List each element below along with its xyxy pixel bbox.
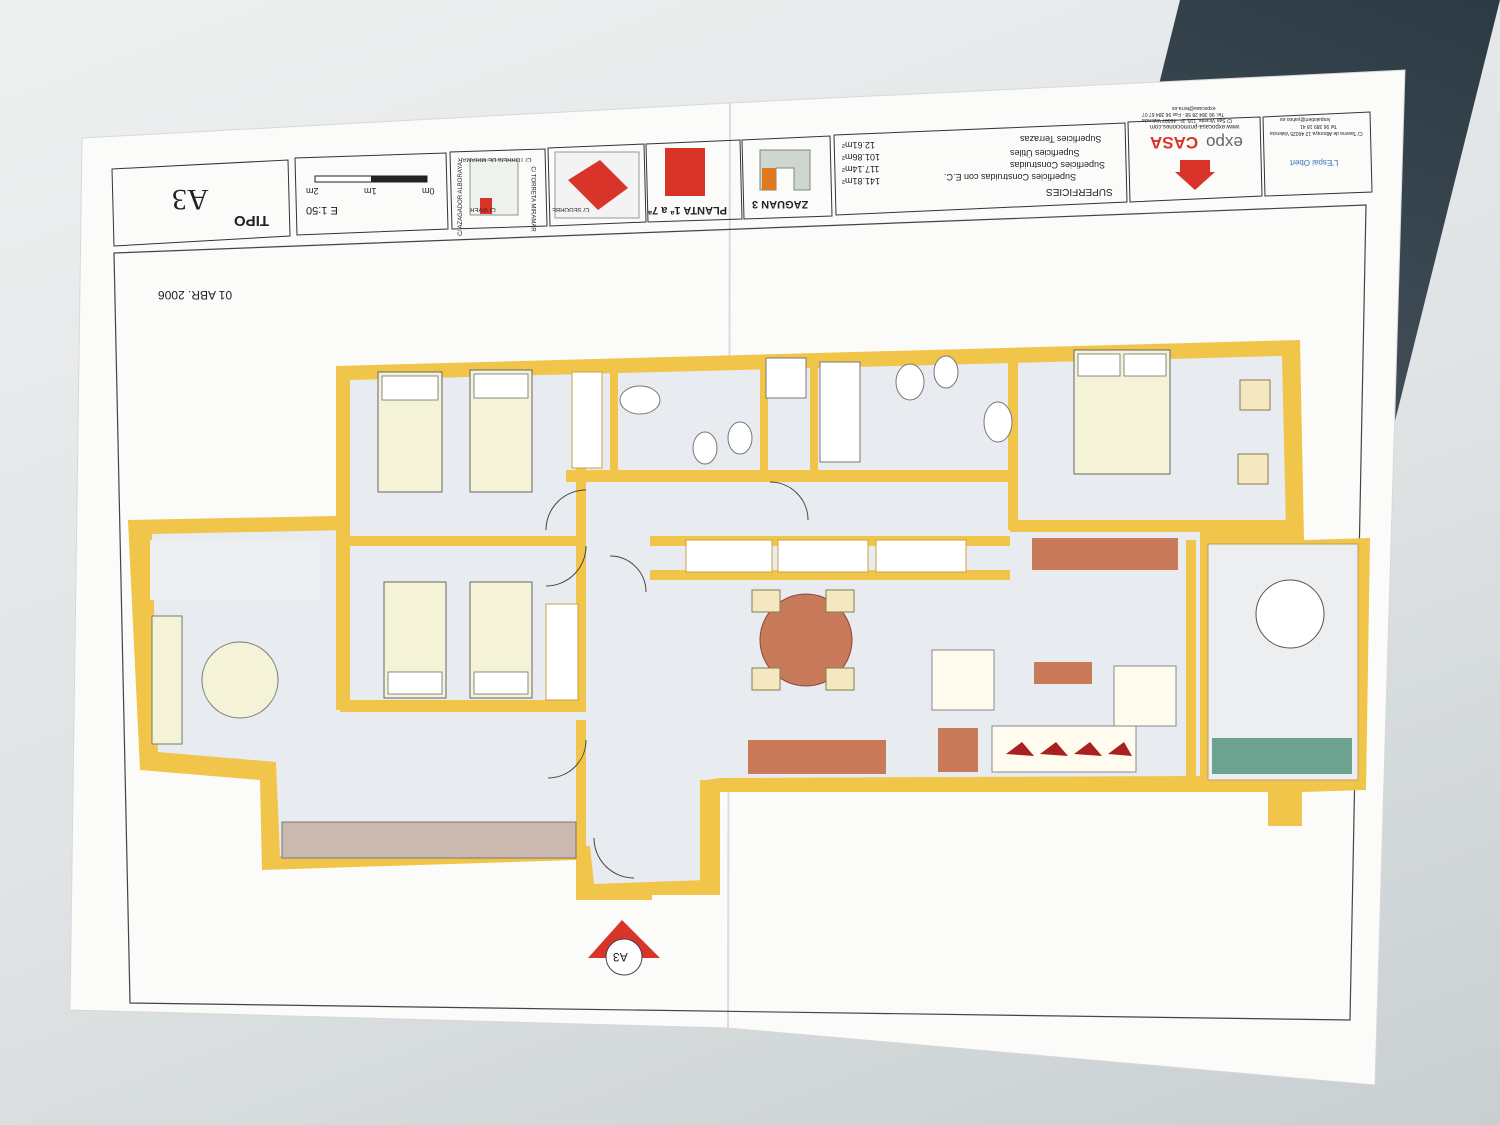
superficies-row-2-value: 117.14m² (842, 164, 880, 174)
title-block-location (449, 148, 548, 230)
expocasa-logo-block (1180, 160, 1210, 174)
location-highlight (480, 198, 492, 214)
title-block-planta (645, 139, 743, 223)
kitchen-pantry (151, 615, 183, 745)
wardrobes (545, 371, 967, 701)
side-table (938, 728, 978, 772)
builder-address: C/ Tavena de Alboraya 12 46025 Valencia (1270, 130, 1363, 136)
kitchen-table (201, 641, 279, 719)
bathroom-fixtures (619, 355, 1013, 465)
dining-chairs (751, 589, 855, 691)
zaguan-label: ZAGUAN 3 (752, 198, 809, 210)
dining-table (759, 593, 853, 687)
terrace-left (150, 540, 320, 600)
builder-name: L'Espai Obert (1290, 158, 1339, 167)
builder-email: lespaiobert@yahoo.es (1280, 116, 1330, 122)
scale-bar-fill (371, 176, 427, 182)
drawing-frame (113, 204, 1367, 1021)
promoter-email: expocasa@terra.es (1172, 105, 1216, 111)
title-block-superficies (833, 122, 1128, 216)
title-block-builder (1262, 111, 1373, 197)
armchair-right (1113, 665, 1177, 727)
armchair-left (931, 649, 995, 711)
a3-marker-label: A3 (613, 950, 628, 964)
scale-tick-2: 2m (306, 186, 319, 196)
street-label-1: C/ AZAGADOR ALBORAYA (457, 162, 464, 236)
superficies-row-1-label: Superficies Construidas con E.C. (944, 172, 1077, 182)
promoter-address: C/ San Vicente, 118, 2º - 46007 Valencia (1142, 117, 1232, 123)
sideboard (1032, 538, 1178, 570)
door-swings (545, 481, 809, 879)
terrace-table (1255, 579, 1325, 649)
title-block-zaguan (741, 135, 833, 220)
bedroom-chairs (1237, 379, 1271, 485)
title-block-promoter (1127, 116, 1263, 203)
zaguan-highlight (762, 168, 776, 190)
tipo-code: A3 (172, 183, 209, 216)
street-label-2: C/ VIVER (470, 206, 496, 212)
promoter-web: www.expocasa-promociones.com (1150, 123, 1240, 129)
tipo-label: TIPO (234, 212, 270, 229)
pillows (381, 353, 1167, 695)
title-block-scale (294, 152, 449, 236)
superficies-row-3-label: Superficies Útiles (1010, 148, 1080, 158)
superficies-row-4-label: Superficies Terrazas (1020, 134, 1102, 144)
coffee-table (1034, 662, 1092, 684)
planta-thumbnail (665, 148, 705, 196)
title-block-tipo (111, 159, 291, 247)
promoter-name-b: CASA (1150, 133, 1199, 152)
street-label-3: C/ TORRETA MIRAMAR (529, 166, 536, 232)
superficies-row-3-value: 101.86m² (842, 152, 881, 162)
scale-tick-1: 1m (364, 186, 377, 196)
title-block-site (547, 143, 647, 227)
superficies-row-2-label: Superficies Construidas (1010, 160, 1106, 170)
sofa-cushions (1006, 742, 1132, 756)
builder-phone: Tel 96 389 18 41 (1300, 123, 1337, 129)
kitchen-counter (281, 821, 577, 859)
superficies-row-4-value: 12.61m² (842, 140, 876, 150)
site-building-icon (568, 160, 628, 210)
promoter-phone: Tel. 96 384 28 58 - Fax 96 384 67 07 (1142, 111, 1224, 117)
tv-unit (748, 740, 886, 774)
terrace-planters (1212, 738, 1352, 774)
street-label-4: C/ TORREta DE MIRAMAR (458, 156, 532, 162)
street-label-5: C/ SEGORBE (552, 206, 590, 212)
scale-label: E 1:50 (306, 204, 338, 216)
superficies-title: SUPERFICIES (1046, 186, 1113, 197)
planta-label: PLANTA 1ª a 7ª (648, 204, 728, 216)
superficies-row-1-value: 141.81m² (842, 176, 881, 186)
expocasa-logo-icon (1175, 172, 1215, 190)
scale-tick-0: 0m (422, 186, 435, 196)
a3-marker-circle (605, 938, 643, 976)
promoter-name-a: expo (1206, 133, 1243, 152)
plan-date: 01 ABR. 2006 (158, 288, 233, 302)
